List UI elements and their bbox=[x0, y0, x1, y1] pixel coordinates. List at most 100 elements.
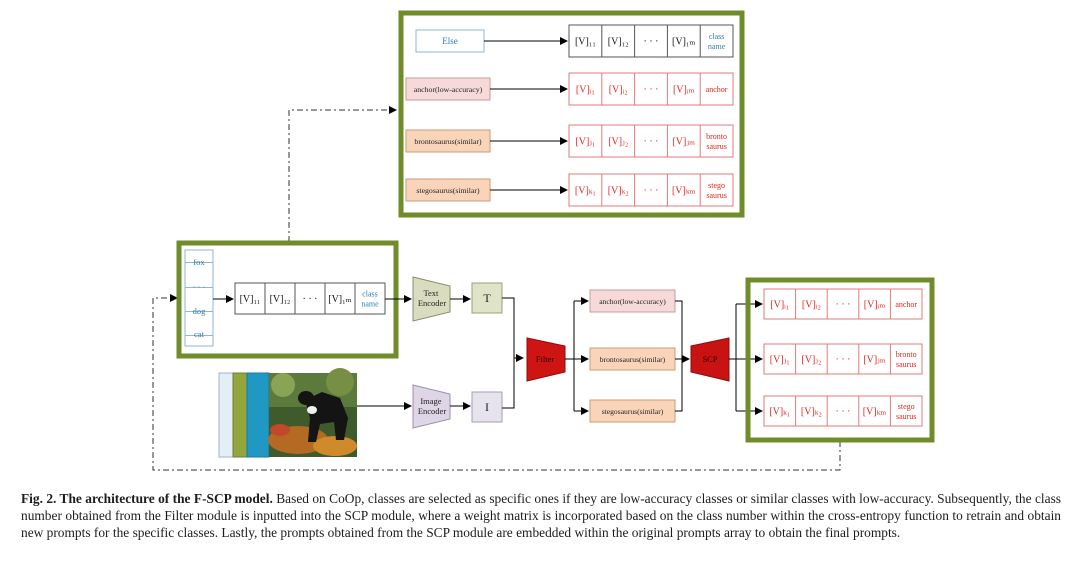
figure-caption: Fig. 2. The architecture of the F-SCP mo… bbox=[21, 490, 1061, 542]
text-encoder-shape bbox=[412, 276, 451, 322]
caption-body: Based on CoOp, classes are selected as s… bbox=[21, 491, 1061, 541]
token-row-frame bbox=[763, 343, 923, 375]
context-vector-token: [V]₁₁ bbox=[575, 37, 596, 48]
image-encoder-branch: Image Encoder I bbox=[218, 368, 503, 458]
context-vector-token: [V]ₖ₁ bbox=[769, 407, 790, 418]
context-vector-token: [V]₁ₘ bbox=[328, 294, 352, 305]
t-feature-box bbox=[471, 282, 503, 314]
classes-to-scp-connectors bbox=[675, 300, 690, 412]
filter-label: Filter bbox=[536, 354, 555, 364]
right-to-left-feedback-connector bbox=[152, 294, 841, 471]
ellipsis-token: · · · bbox=[836, 300, 851, 311]
middle-class-3: stegosaurus(similar) bbox=[589, 399, 676, 423]
middle-class-2: brontosaurus(similar) bbox=[589, 347, 676, 371]
middle-class-1: anchor(low-accuracy) bbox=[589, 289, 676, 313]
middle-class-label: stegosaurus(similar) bbox=[602, 407, 664, 416]
text-encoder-label: Text Encoder bbox=[418, 288, 446, 308]
context-vector-token: [V]ⱼₘ bbox=[672, 137, 695, 148]
token-row-frame bbox=[763, 395, 923, 427]
image-stack-layer-3 bbox=[246, 372, 270, 458]
image-stack-layer-2 bbox=[232, 372, 248, 458]
token-row-frame bbox=[568, 124, 734, 158]
t-feature-label: T bbox=[483, 291, 491, 305]
top-row-2: anchor(low-accuracy) [V]ᵢ₁ [V]ᵢ₂ · · · [V]ᵢₘ… bbox=[405, 72, 734, 106]
class-list-item: fox bbox=[193, 257, 205, 267]
image-stack-layer-1 bbox=[218, 372, 234, 458]
context-vector-token: [V]ⱼ₂ bbox=[801, 355, 821, 366]
class-label-text: stegosaurus(similar) bbox=[416, 186, 480, 195]
scp-shape bbox=[690, 337, 730, 382]
scp-module: SCP bbox=[690, 337, 730, 382]
ellipsis-token: · · · bbox=[644, 37, 659, 48]
context-vector-token: [V]ᵢ₁ bbox=[576, 85, 595, 96]
ellipsis-token: · · · bbox=[644, 137, 659, 148]
top-row-4: stegosaurus(similar) [V]ₖ₁[V]ₖ₂· · ·[V]ₖₘ… bbox=[405, 173, 734, 207]
token-row-frame bbox=[568, 173, 734, 207]
class-label-text: Else bbox=[442, 36, 458, 46]
context-vector-token: [V]ⱼ₁ bbox=[575, 137, 595, 148]
class-label-text: brontosaurus(similar) bbox=[414, 137, 482, 146]
dashed-connectors bbox=[152, 106, 841, 471]
context-vector-token: [V]ᵢₘ bbox=[673, 85, 695, 96]
class-list-frame bbox=[184, 249, 214, 347]
context-vector-token: [V]ⱼₘ bbox=[863, 355, 886, 366]
token-row-frame bbox=[763, 288, 923, 320]
context-vector-token: [V]ₖₘ bbox=[863, 407, 887, 418]
token-row-frame bbox=[234, 282, 386, 315]
token-row-frame bbox=[568, 24, 734, 58]
middle-class-label: brontosaurus(similar) bbox=[600, 355, 666, 364]
top-row-3: brontosaurus(similar) [V]ⱼ₁ [V]ⱼ₂ · · · [V]ⱼ… bbox=[405, 124, 734, 158]
right-panel-frame bbox=[745, 277, 935, 443]
caption-title: Fig. 2. The architecture of the F-SCP mo… bbox=[21, 491, 273, 506]
i-feature-label: I bbox=[485, 400, 489, 414]
scp-label: SCP bbox=[702, 354, 717, 364]
dog-photo bbox=[268, 368, 357, 457]
context-vector-token: [V]₁ₘ bbox=[672, 37, 696, 48]
ellipsis-token: · · · bbox=[644, 85, 659, 96]
context-vector-token: [V]ₖ₁ bbox=[575, 186, 596, 197]
context-vector-token: [V]ⱼ₁ bbox=[770, 355, 790, 366]
context-vector-token: [V]ᵢₘ bbox=[864, 300, 886, 311]
context-vector-token: [V]₁₁ bbox=[240, 294, 261, 305]
context-vector-token: [V]ᵢ₂ bbox=[802, 300, 821, 311]
ellipsis-token: · · · bbox=[836, 407, 851, 418]
filter-to-classes-connectors bbox=[565, 297, 589, 415]
context-vector-token: [V]ᵢ₂ bbox=[609, 85, 628, 96]
text-encoder-branch: Text Encoder T bbox=[385, 276, 503, 322]
merge-connectors bbox=[502, 297, 524, 409]
class-list-item: dog bbox=[193, 306, 207, 316]
token-row-frame bbox=[568, 72, 734, 106]
ellipsis-token: · · · bbox=[836, 355, 851, 366]
ellipsis-token: · · · bbox=[303, 294, 318, 305]
class-label-text: anchor(low-accuracy) bbox=[414, 85, 483, 94]
middle-class-label: anchor(low-accuracy) bbox=[599, 297, 666, 306]
context-vector-token: [V]ₖ₂ bbox=[801, 407, 822, 418]
image-encoder-shape bbox=[412, 384, 451, 429]
context-vector-token: [V]ⱼ₂ bbox=[608, 137, 628, 148]
class-name-token: anchor bbox=[895, 300, 917, 309]
class-list-item: · · · bbox=[193, 282, 206, 292]
